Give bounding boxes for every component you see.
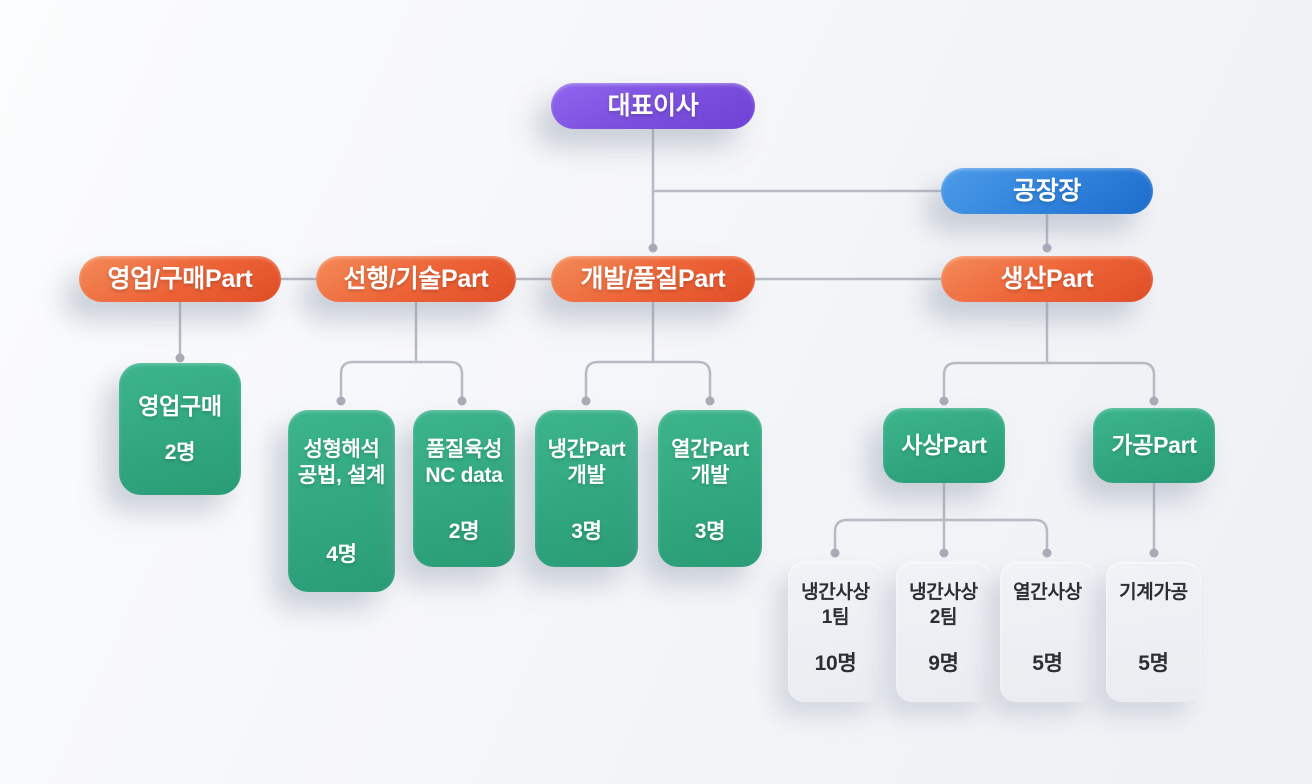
node-part-production: 생산Part xyxy=(941,256,1153,302)
node-crew-hot-finishing: 열간사상 5명 xyxy=(1000,562,1095,702)
team-label: 냉간Part 개발 xyxy=(547,438,626,487)
team-headcount: 4명 xyxy=(326,543,357,566)
crew-label: 냉간사상 1팀 xyxy=(801,582,870,628)
team-headcount: 2명 xyxy=(448,520,480,543)
node-team-quality-nc-data: 품질육성 NC data 2명 xyxy=(413,410,515,567)
production-part-label: 가공Part xyxy=(1111,432,1197,459)
crew-label: 열간사상 xyxy=(1013,582,1082,603)
team-label: 성형해석 공법, 설계 xyxy=(297,438,386,487)
crew-headcount: 5명 xyxy=(1138,652,1169,675)
team-headcount: 2명 xyxy=(164,440,196,464)
node-part-sales-purchasing: 영업/구매Part xyxy=(79,256,281,302)
team-label: 열간Part 개발 xyxy=(671,438,749,487)
node-crew-cold-finishing-1: 냉간사상 1팀 10명 xyxy=(788,562,883,702)
node-part-finishing: 사상Part xyxy=(883,408,1005,483)
part-label: 선행/기술Part xyxy=(343,264,489,293)
node-team-cold-part-dev: 냉간Part 개발 3명 xyxy=(535,410,638,567)
crew-headcount: 10명 xyxy=(814,652,857,675)
production-part-label: 사상Part xyxy=(901,432,987,459)
team-headcount: 3명 xyxy=(571,520,602,543)
node-team-hot-part-dev: 열간Part 개발 3명 xyxy=(658,410,762,567)
node-ceo: 대표이사 xyxy=(551,83,755,129)
node-part-machining: 가공Part xyxy=(1093,408,1215,483)
team-headcount: 3명 xyxy=(694,520,726,543)
crew-headcount: 9명 xyxy=(928,652,959,675)
node-crew-cold-finishing-2: 냉간사상 2팀 9명 xyxy=(896,562,991,702)
part-label: 개발/품질Part xyxy=(580,264,726,293)
node-ceo-label: 대표이사 xyxy=(607,91,699,120)
node-factory-manager-label: 공장장 xyxy=(1012,176,1082,205)
node-part-dev-quality: 개발/품질Part xyxy=(551,256,755,302)
part-label: 영업/구매Part xyxy=(107,264,253,293)
node-factory-manager: 공장장 xyxy=(941,168,1153,214)
crew-label: 냉간사상 2팀 xyxy=(909,582,978,628)
crew-headcount: 5명 xyxy=(1032,652,1063,675)
node-crew-machining: 기계가공 5명 xyxy=(1106,562,1201,702)
node-team-forming-analysis: 성형해석 공법, 설계 4명 xyxy=(288,410,395,592)
team-label: 영업구매 xyxy=(138,393,222,420)
team-label: 품질육성 NC data xyxy=(425,438,503,487)
node-team-sales-purchasing: 영업구매 2명 xyxy=(119,363,241,495)
part-label: 생산Part xyxy=(1000,264,1094,293)
crew-label: 기계가공 xyxy=(1119,582,1188,603)
node-part-advanced-tech: 선행/기술Part xyxy=(316,256,516,302)
